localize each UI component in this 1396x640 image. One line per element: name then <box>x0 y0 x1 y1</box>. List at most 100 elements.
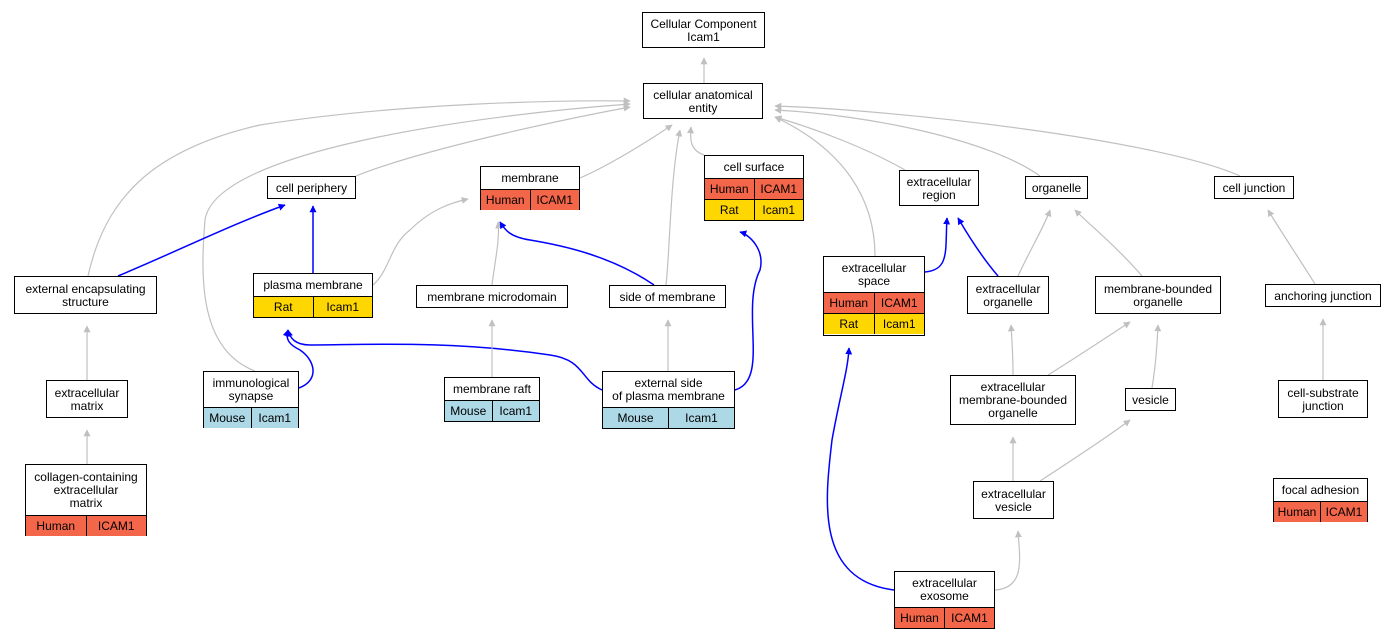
node-label: membrane raft <box>452 381 532 396</box>
node-label: extracellular space <box>841 260 907 288</box>
gene-cell: ICAM1 <box>944 608 994 628</box>
node-extracellular-vesicle[interactable]: extracellular vesicle <box>973 481 1054 519</box>
gene-cell: Icam1 <box>250 408 298 428</box>
species-cell: Human <box>824 293 874 313</box>
node-side-of-membrane[interactable]: side of membrane <box>609 285 726 308</box>
gene-cell: Icam1 <box>873 314 924 334</box>
edge-cell-junction-to-cae <box>774 102 1241 177</box>
node-label: focal adhesion <box>1281 482 1360 497</box>
edge-membrane-microdomain-to-membrane <box>491 221 503 286</box>
edge-immunological-synapse-to-cae <box>202 100 631 372</box>
edge-side-of-membrane-to-cae <box>665 129 683 286</box>
edge-ec-mbo-to-extracellular-organelle <box>1007 324 1015 376</box>
node-label: extracellular region <box>906 174 972 202</box>
species-cell: Human <box>895 608 944 628</box>
edge-immunological-synapse-to-plasma-membrane <box>282 329 314 389</box>
node-label: vesicle <box>1132 392 1169 407</box>
node-label: extracellular membrane-bounded organelle <box>958 380 1068 420</box>
edge-extracellular-exosome-to-extracellular-vesicle <box>994 530 1022 591</box>
node-extracellular-region[interactable]: extracellular region <box>899 170 979 206</box>
node-anchoring-junction[interactable]: anchoring junction <box>1265 284 1381 307</box>
gene-cell: ICAM1 <box>1320 502 1367 522</box>
node-extracellular-organelle[interactable]: extracellular organelle <box>967 276 1049 314</box>
node-vesicle[interactable]: vesicle <box>1125 388 1176 411</box>
species-cell: Human <box>1274 502 1320 522</box>
node-cell-substrate-junction[interactable]: cell-substrate junction <box>1278 380 1368 418</box>
gene-cell: Icam1 <box>312 297 372 317</box>
node-label: anchoring junction <box>1274 288 1372 303</box>
species-cell: Mouse <box>445 401 492 421</box>
edge-extracellular-exosome-to-extracellular-space <box>826 347 895 591</box>
node-membrane-bounded-organelle[interactable]: membrane-bounded organelle <box>1095 276 1221 314</box>
node-label: Cellular Component Icam1 <box>650 16 757 44</box>
gene-cell: ICAM1 <box>753 179 803 199</box>
node-label: plasma membrane <box>263 277 363 292</box>
node-ec-mbo[interactable]: extracellular membrane-bounded organelle <box>950 375 1076 425</box>
node-label: external side of plasma membrane <box>612 375 725 403</box>
edge-ec-mbo-to-membrane-bounded-organelle <box>1047 321 1131 376</box>
node-label: side of membrane <box>619 289 716 304</box>
gene-cell: ICAM1 <box>529 190 579 210</box>
node-label: external encapsulating structure <box>25 281 146 309</box>
edge-extracellular-region-to-cae <box>774 115 906 171</box>
node-cell-periphery[interactable]: cell periphery <box>267 176 356 199</box>
node-label: organelle <box>1031 180 1082 195</box>
gene-cell: ICAM1 <box>873 293 924 313</box>
edge-plasma-membrane-to-membrane <box>372 196 469 286</box>
species-cell: Rat <box>254 297 313 317</box>
edge-extracellular-organelle-to-extracellular-region <box>957 217 999 277</box>
species-cell: Mouse <box>603 408 668 428</box>
node-label: immunological synapse <box>212 375 290 403</box>
node-label: cell periphery <box>275 180 348 195</box>
node-collagen-ecm[interactable]: collagen-containing extracellular matrix… <box>25 464 147 536</box>
node-membrane-microdomain[interactable]: membrane microdomain <box>416 285 568 308</box>
node-label: extracellular matrix <box>54 385 120 413</box>
node-ext-encaps[interactable]: external encapsulating structure <box>14 276 157 314</box>
edge-side-of-membrane-to-membrane <box>499 221 655 286</box>
node-extracellular-matrix[interactable]: extracellular matrix <box>46 380 128 418</box>
species-cell: Rat <box>705 200 754 220</box>
edge-membrane-to-cae <box>579 124 673 179</box>
species-cell: Mouse <box>204 408 251 428</box>
node-label: cellular anatomical entity <box>653 87 753 115</box>
edge-anchoring-junction-to-cell-junction <box>1267 209 1316 285</box>
node-label: membrane microdomain <box>427 289 557 304</box>
gene-cell: Icam1 <box>491 401 539 421</box>
node-organelle[interactable]: organelle <box>1025 176 1088 199</box>
node-cae[interactable]: cellular anatomical entity <box>643 83 763 119</box>
edge-cell-periphery-to-cae <box>355 104 631 177</box>
species-cell: Human <box>26 516 86 536</box>
edge-ext-side-pm-to-plasma-membrane <box>286 329 603 391</box>
node-cell-junction[interactable]: cell junction <box>1214 176 1294 199</box>
node-label: cell-substrate junction <box>1287 385 1359 413</box>
node-label: membrane <box>501 170 559 185</box>
node-root[interactable]: Cellular Component Icam1 <box>642 12 765 48</box>
edge-ext-encaps-to-cell-periphery <box>117 203 286 277</box>
edge-organelle-to-cae <box>774 106 1041 177</box>
gene-cell: Icam1 <box>753 200 803 220</box>
node-label: collagen-containing extracellular matrix <box>34 469 138 510</box>
edge-extracellular-vesicle-to-vesicle <box>1039 419 1131 482</box>
edge-ext-side-pm-to-cell-surface <box>734 230 762 391</box>
species-cell: Human <box>481 190 530 210</box>
node-label: extracellular organelle <box>975 281 1041 309</box>
